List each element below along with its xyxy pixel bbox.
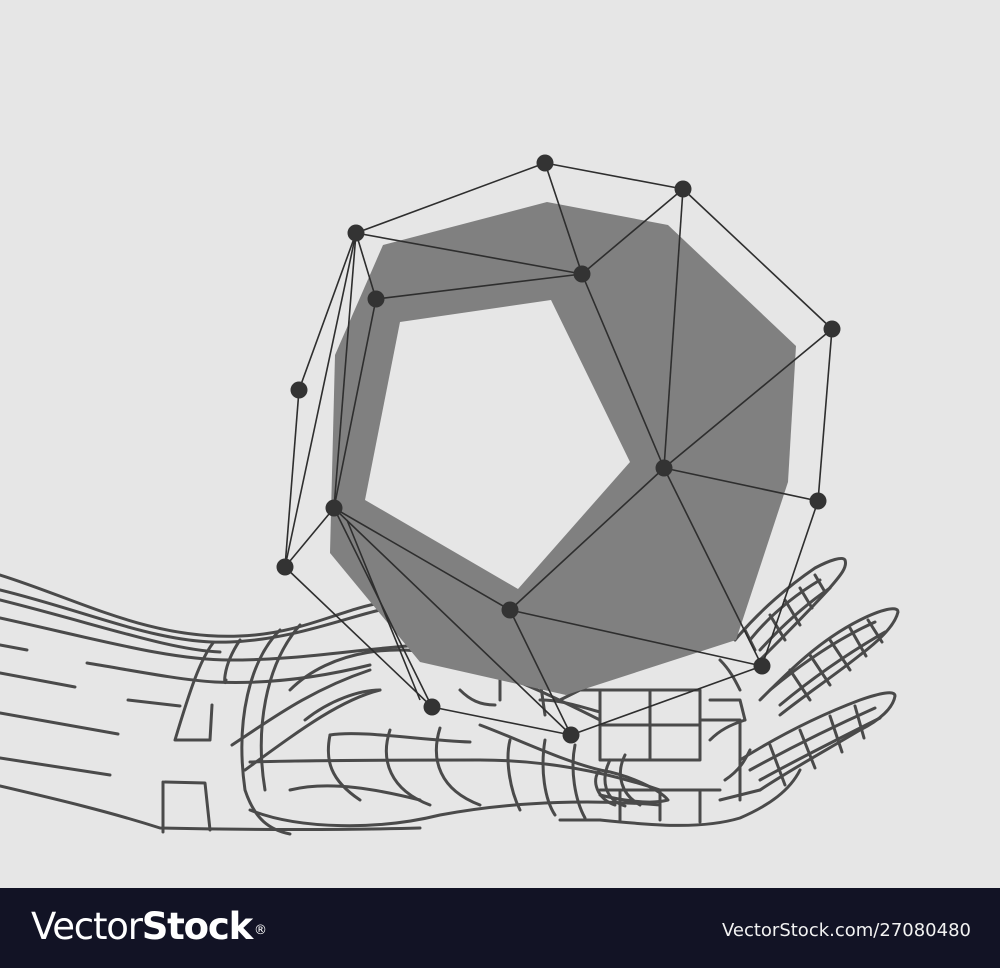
image-id-text: VectorStock.com/27080480	[721, 920, 971, 941]
node	[367, 290, 385, 308]
node	[809, 492, 827, 510]
network-nodes	[276, 154, 841, 744]
illustration-svg	[0, 154, 900, 836]
vectorstock-logo: VectorStock®	[31, 902, 267, 952]
watermark-footer: VectorStock® VectorStock.com/27080480	[0, 888, 1000, 968]
node	[290, 381, 308, 399]
node	[823, 320, 841, 338]
node	[573, 265, 591, 283]
logo-text-bold: Stock	[141, 905, 254, 948]
network-lines	[284, 162, 833, 736]
node	[347, 224, 365, 242]
node	[423, 698, 441, 716]
node	[674, 180, 692, 198]
node	[562, 726, 580, 744]
registered-mark: ®	[254, 923, 267, 938]
node	[536, 154, 554, 172]
node	[753, 657, 771, 675]
node	[276, 558, 294, 576]
illustration-canvas	[0, 154, 900, 836]
node	[501, 601, 519, 619]
node	[655, 459, 673, 477]
logo-text-light: Vector	[31, 905, 143, 948]
node	[325, 499, 343, 517]
wireframe-hand	[0, 556, 900, 836]
dodecahedron-shape	[330, 202, 796, 695]
